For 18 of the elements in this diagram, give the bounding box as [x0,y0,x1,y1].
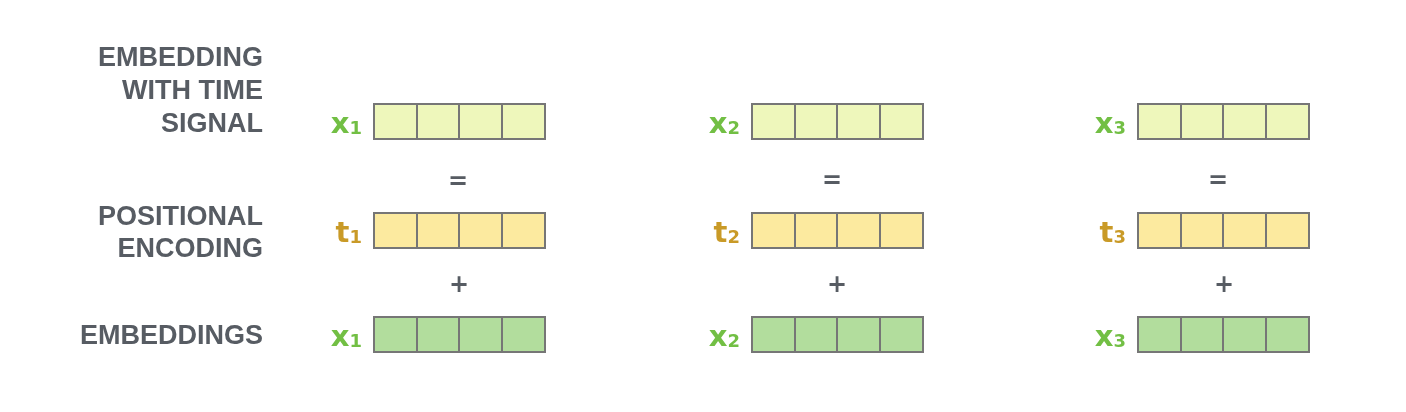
plus-sign: + [448,272,470,296]
vector-bar [751,316,924,353]
equals-sign: = [1207,168,1229,192]
vector-bar [1137,316,1310,353]
vector-bar [751,212,924,249]
vector-bar [1137,212,1310,249]
equals-sign: = [821,168,843,192]
plus-sign: + [826,272,848,296]
row-label: EMBEDDINGS [79,319,263,352]
vector-bar [373,316,546,353]
vector-bar [373,212,546,249]
plus-sign: + [1213,272,1235,296]
vector-bar [373,103,546,140]
equals-sign: = [447,169,469,193]
row-label: EMBEDDING WITH TIME SIGNAL [97,41,263,140]
vector-bar [751,103,924,140]
row-label: POSITIONAL ENCODING [97,200,263,264]
vector-bar [1137,103,1310,140]
